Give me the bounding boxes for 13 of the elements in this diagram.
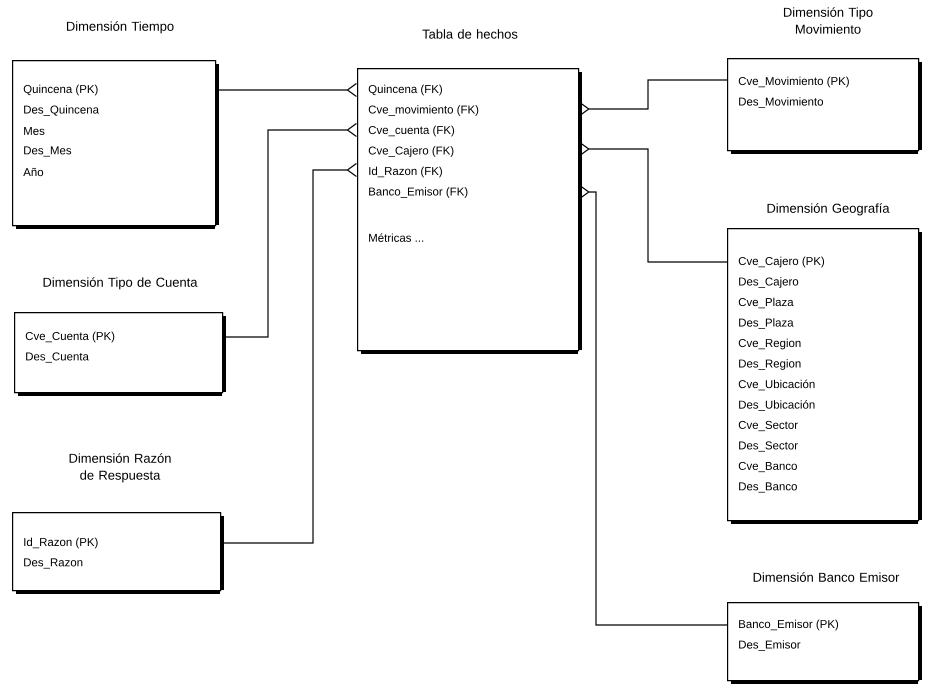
entity-title: Dimensión Banco Emisor (754, 572, 900, 582)
entity-title: Dimensión Tipo Movimiento (784, 7, 873, 34)
entity-title: Dimensión Tipo de Cuenta (44, 277, 198, 290)
entity-title: Tabla de hechos (422, 29, 518, 39)
relationship-line (579, 79, 727, 116)
relationship-line (221, 163, 357, 544)
relationship-line (579, 185, 727, 626)
relationship-line (216, 83, 357, 97)
entity-title: Dimensión Tiempo (66, 21, 174, 34)
entity-title: Dimensión Razón de Respuesta (70, 453, 171, 482)
relationship-line (223, 123, 357, 338)
relationship-line (579, 142, 727, 263)
entity-title: Dimensión Geografía (768, 203, 890, 216)
